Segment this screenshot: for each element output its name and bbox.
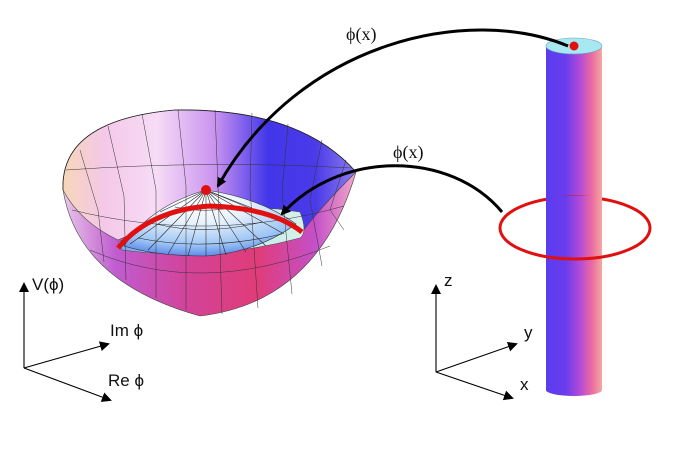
cylinder-overlap — [546, 196, 602, 260]
lower-arrow-label: ϕ(x) — [393, 142, 423, 163]
upper-arrow-label: ϕ(x) — [346, 24, 376, 45]
re-axis-label: Re ϕ — [108, 371, 144, 390]
bowl-rim — [62, 109, 357, 191]
cylinder-bottom — [546, 384, 602, 396]
re-axis — [23, 367, 112, 402]
mapping-arrow-upper — [216, 28, 569, 188]
potential-axes — [19, 282, 112, 402]
x-axis — [435, 371, 514, 401]
v-axis-label: V(ϕ) — [32, 275, 64, 294]
y-axis — [435, 341, 518, 373]
im-axis-label: Im ϕ — [110, 321, 143, 340]
space-axes — [431, 284, 518, 401]
z-axis-label: z — [444, 271, 453, 290]
vacuum-ring — [116, 203, 304, 250]
cylinder-core-dot — [569, 41, 579, 51]
field-value-dot — [201, 185, 211, 195]
y-axis-label: y — [524, 323, 533, 342]
im-axis — [23, 341, 110, 369]
loop-front — [498, 227, 652, 261]
mapping-arrow-lower — [280, 164, 504, 216]
x-axis-label: x — [520, 375, 529, 394]
potential-surface — [62, 109, 357, 317]
